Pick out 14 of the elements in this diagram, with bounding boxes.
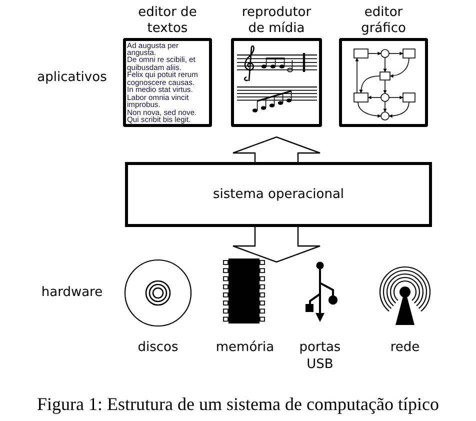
- layer-box: [125, 162, 432, 227]
- box-label: sistema operacional: [212, 186, 344, 202]
- block-arrow: [232, 226, 321, 263]
- app-title: reprodutor de mídia: [240, 5, 312, 37]
- device-label: discos: [138, 339, 178, 356]
- device-label: memória: [216, 339, 274, 356]
- app-title: editor gráfico: [360, 5, 407, 37]
- layer-label: hardware: [41, 284, 103, 301]
- block-arrow: [232, 136, 321, 163]
- device-label: rede: [390, 339, 420, 356]
- figure-caption: Figura 1: Estrutura de um sistema de computação típico: [37, 393, 439, 415]
- device-label: portas USB: [299, 339, 341, 373]
- app-title: editor de textos: [137, 5, 198, 37]
- layer-label: aplicativos: [37, 69, 107, 86]
